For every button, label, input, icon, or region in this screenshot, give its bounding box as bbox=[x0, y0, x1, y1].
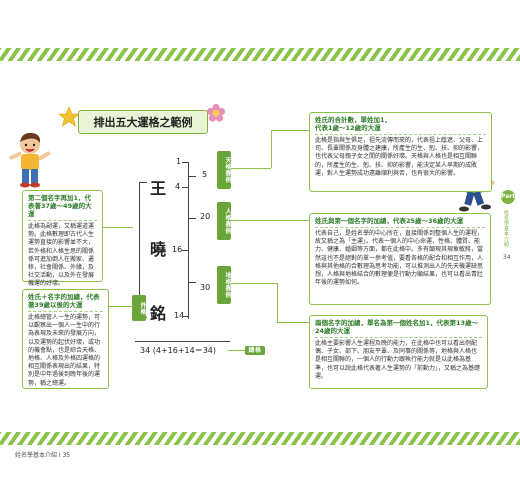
earth-grid-card: 兩個名字的加總，單名為第一個姓名加1，代表第13歲～24歲的大運 此格主要影響人… bbox=[309, 315, 488, 389]
page-title: 排出五大運格之範例 bbox=[78, 110, 208, 134]
chapter-vertical-title: 姓名學基本介紹 bbox=[503, 210, 509, 248]
star-icon bbox=[58, 106, 80, 127]
number-30: 30 bbox=[200, 283, 211, 292]
heaven-card-heading-line1: 姓氏的合計數，單姓加1， bbox=[315, 116, 392, 124]
inner-card-heading: 第二個名字再加1，代表著37歲～49歲的大運 bbox=[28, 194, 97, 221]
part-badge: Part1 bbox=[501, 190, 519, 204]
total-connector bbox=[228, 350, 245, 351]
total-grid-tag: 總格 bbox=[245, 346, 265, 355]
bracket-tick bbox=[188, 176, 196, 177]
heaven-grid-card: 姓氏的合計數，單姓加1， 代表1歲～12歲的大運 此格是指與生俱足，祖先流傳而來… bbox=[309, 112, 492, 192]
person-card-body: 代表自己，是姓名學的中心所在，直接關係到整個人生的運程，故又稱之為「主運」。代表… bbox=[315, 230, 484, 287]
earth-connector bbox=[231, 283, 277, 284]
bracket-tick bbox=[182, 187, 188, 188]
heaven-card-body: 此格是指與生俱足，祖先流傳而來的，代表祖上蔭遮、父母、上司、長輩關係及身體之建康… bbox=[315, 137, 484, 177]
bracket-tick bbox=[182, 316, 188, 317]
heaven-connector bbox=[271, 130, 272, 168]
outer-grid-tag: 外格 bbox=[132, 295, 146, 321]
number-4: 4 bbox=[175, 182, 181, 191]
inner-card-body: 此格為副運，又稱運道運勢。此格數理即古代人生運勢直接的影響並不大，若外格和人格生… bbox=[28, 223, 95, 288]
earth-grid-tag: 地格靠例 bbox=[217, 266, 231, 304]
name-char-2: 曉 bbox=[150, 240, 167, 259]
number-5: 5 bbox=[202, 170, 208, 179]
earth-connector bbox=[277, 283, 278, 323]
bracket-tick bbox=[188, 218, 196, 219]
heaven-connector bbox=[231, 168, 271, 169]
person-grid-tag: 人格靠例 bbox=[217, 202, 231, 240]
flower-icon bbox=[206, 103, 226, 122]
person-grid-card: 姓氏與第一個名字的加總，代表25歲～36歲的大運 代表自己，是姓名學的中心所在，… bbox=[309, 213, 491, 305]
outer-card-body: 此格總管人一生的運勢，可以觀察出一個人一生中的行為表現及未來的發展方向，以及運勢… bbox=[28, 314, 101, 387]
outer-card-heading: 姓氏＋名字的加總，代表著39歲以後的大運 bbox=[28, 293, 103, 312]
footer-page-number: 姓名學基本介紹 I 35 bbox=[15, 452, 71, 459]
bracket-tick bbox=[182, 250, 188, 251]
total-expression: 34 (4+16+14＝34) bbox=[140, 346, 216, 355]
chapter-side-tab: Part1 姓名學基本介紹 34 bbox=[499, 190, 520, 270]
person-card-heading: 姓氏與第一個名字的加總，代表25歲～36歲的大運 bbox=[315, 217, 485, 228]
total-underline bbox=[135, 341, 230, 342]
heaven-card-heading-line2: 代表1歲～12歲的大運 bbox=[315, 124, 381, 132]
number-14: 14 bbox=[174, 311, 185, 320]
heaven-grid-tag: 天格靠例 bbox=[217, 151, 231, 189]
main-bracket-line bbox=[188, 162, 189, 319]
earth-connector bbox=[277, 322, 309, 323]
top-decorative-band bbox=[0, 48, 520, 61]
outer-connector bbox=[109, 306, 133, 307]
name-char-3: 銘 bbox=[150, 304, 167, 323]
earth-card-heading: 兩個名字的加總，單名為第一個姓名加1，代表第13歲～24歲的大運 bbox=[315, 319, 482, 338]
bracket-tick bbox=[188, 282, 196, 283]
number-16: 16 bbox=[172, 245, 183, 254]
earth-card-body: 此格主要影響人生運程及晚的能力，在此格中也可以看出例配偶、子女、部下、朋友平輩、… bbox=[315, 340, 481, 380]
boy-illustration-icon bbox=[9, 132, 51, 188]
bottom-decorative-band bbox=[0, 432, 520, 445]
outer-grid-card: 姓氏＋名字的加總，代表著39歲以後的大運 此格總管人一生的運勢，可以觀察出一個人… bbox=[22, 289, 109, 389]
heaven-card-heading: 姓氏的合計數，單姓加1， 代表1歲～12歲的大運 bbox=[315, 116, 486, 135]
number-20: 20 bbox=[200, 212, 211, 221]
number-1: 1 bbox=[176, 157, 182, 166]
heaven-connector bbox=[271, 130, 309, 131]
outer-bracket-line bbox=[139, 182, 140, 318]
inner-connector bbox=[103, 227, 133, 228]
bracket-tick bbox=[182, 162, 188, 163]
name-char-1: 王 bbox=[150, 179, 167, 198]
inner-grid-card: 第二個名字再加1，代表著37歲～49歲的大運 此格為副運，又稱運道運勢。此格數理… bbox=[22, 190, 103, 287]
page-number-right: 34 bbox=[503, 254, 511, 261]
outer-bracket-tick bbox=[139, 182, 147, 183]
person-connector bbox=[231, 220, 309, 221]
